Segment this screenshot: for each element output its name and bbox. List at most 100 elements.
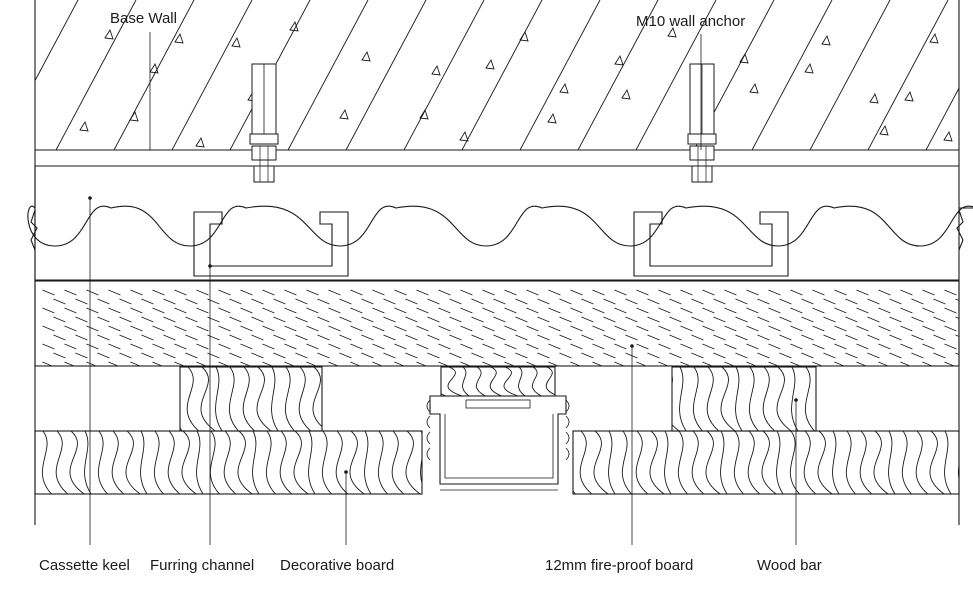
cassette-keel-profile [27,205,973,247]
grain-line [888,431,896,494]
fire-hatch-dash [790,325,803,332]
aggregate-mark [339,108,349,120]
fire-hatch-dash [625,298,638,305]
grain-line [447,367,463,396]
fire-hatch-dash [955,298,959,301]
fire-hatch-dash [108,361,120,366]
grain-line [391,431,405,494]
fire-hatch-dash [75,298,88,305]
fire-hatch-dash [218,343,231,350]
fire-hatch-dash [251,298,264,305]
grain-line [209,431,220,494]
fire-hatch-dash [108,307,121,314]
fire-hatch-dash [174,307,187,314]
fire-hatch-dash [240,361,252,366]
grain-line [957,431,959,481]
fire-hatch-dash [856,289,869,296]
wall-anchors [249,63,717,183]
fire-hatch-dash [317,316,330,323]
label-fire-proof-board: 12mm fire-proof board [545,557,693,574]
fire-hatch-dash [229,352,242,359]
fire-hatch-dash [438,307,451,314]
fire-hatch-dash [141,334,154,341]
fire-hatch-dash [383,334,396,341]
grain-line [441,393,446,396]
wall-hatch-line [287,0,369,150]
joint-profile-inner [444,414,554,479]
fire-hatch-dash [570,307,583,314]
grain-line [791,367,799,431]
grain-line [237,431,253,494]
fire-hatch-dash [713,334,726,341]
label-furring-channel: Furring channel [150,557,254,574]
fire-hatch-dash [647,298,660,305]
grain-line [140,431,148,494]
c-channel-icon [633,211,789,277]
fire-hatch-dash [394,307,407,314]
fire-proof-board-hatch [42,289,959,366]
fire-hatch-dash [361,352,374,359]
fire-hatch-dash [658,307,671,314]
fire-hatch-dash [218,307,231,314]
grain-line [901,431,912,494]
fire-hatch-dash [471,316,484,323]
fire-hatch-dash [273,316,286,323]
fire-hatch-dash [658,343,671,350]
fire-hatch-dash [273,334,286,341]
leader-dot [88,196,92,200]
fire-hatch-dash [526,307,539,314]
fire-hatch-dash [845,298,858,305]
aggregate-mark [943,130,953,142]
fire-hatch-dash [163,334,176,341]
fire-hatch-dash [812,325,825,332]
fire-hatch-dash [614,307,627,314]
fire-proof-board [34,280,960,367]
fire-hatch-dash [526,343,539,350]
label-wall-anchor: M10 wall anchor [636,13,745,30]
grain-line [560,367,574,396]
fire-hatch-dash [757,298,770,305]
grain-line [341,367,350,431]
fire-hatch-dash [515,352,528,359]
fire-hatch-dash [724,361,736,366]
fire-hatch-dash [295,352,308,359]
fire-hatch-dash [504,289,517,296]
fire-hatch-dash [900,343,913,350]
fire-hatch-dash [614,361,626,366]
fire-hatch-dash [317,298,330,305]
fire-hatch-dash [680,325,693,332]
grain-line [111,431,125,494]
fire-hatch-dash [218,361,230,366]
fire-hatch-dash [548,307,561,314]
grain-line [649,431,665,494]
anchor-washer [249,133,279,145]
fire-hatch-dash [625,316,638,323]
fire-hatch-dash [911,298,924,305]
fire-hatch-dash [713,298,726,305]
fire-hatch-dash [262,307,275,314]
fire-hatch-dash [878,343,891,350]
fire-hatch-dash [581,334,594,341]
fire-hatch-dash [262,289,275,296]
fire-hatch-dash [284,343,297,350]
fire-hatch-dash [559,334,572,341]
fire-hatch-dash [548,289,561,296]
fire-hatch-dash [834,289,847,296]
fire-hatch-dash [460,325,473,332]
fire-hatch-dash [625,334,638,341]
aggregate-mark [129,110,139,122]
anchor-bolt-end [691,165,713,183]
wood-grain [672,367,815,431]
fire-hatch-dash [669,352,682,359]
break-mark-right [956,209,964,251]
fire-hatch-dash [691,316,704,323]
fire-hatch-dash [735,334,748,341]
fire-hatch-dash [636,307,649,314]
fire-hatch-dash [834,325,847,332]
leader-dot [794,398,798,402]
fire-hatch-dash [196,325,209,332]
anchor-washer [687,133,717,145]
wall-hatch-line [55,0,137,150]
fire-hatch-dash [724,307,737,314]
anchor-bolt-end [253,165,275,183]
